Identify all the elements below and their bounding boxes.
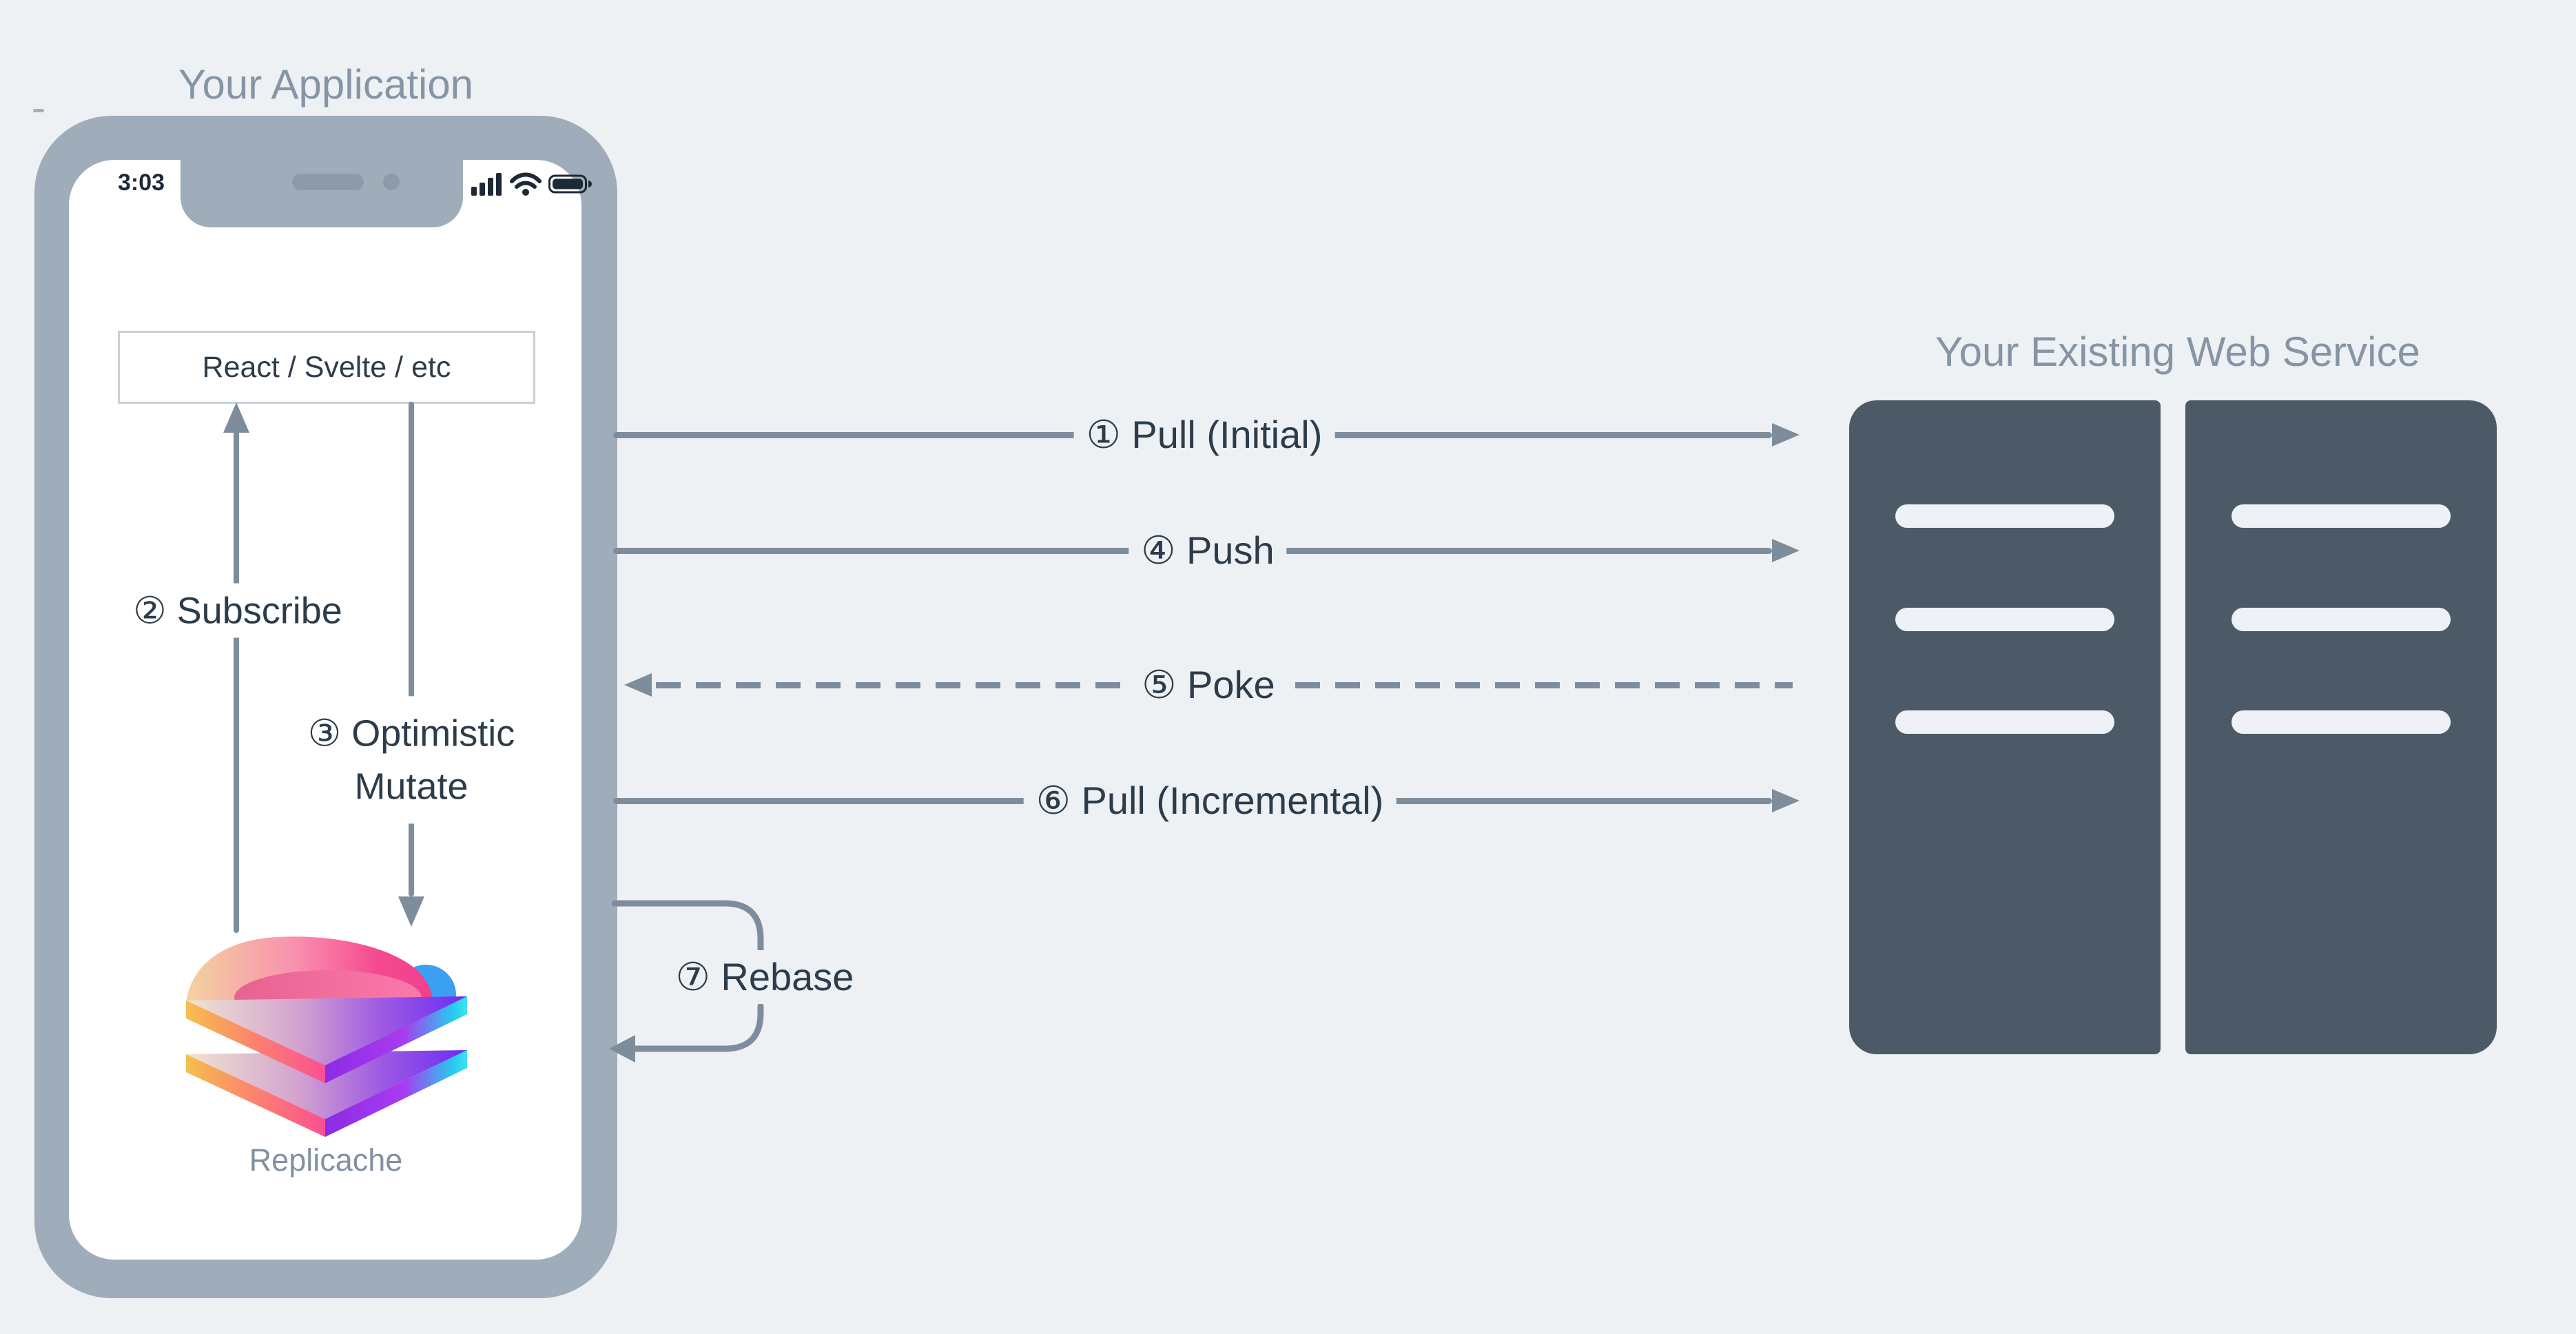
pull-incremental-arrowhead-icon [1772, 789, 1800, 812]
battery-icon [548, 174, 592, 194]
framework-box: React / Svelte / etc [118, 331, 535, 404]
rebase-label: ⑦ Rebase [663, 950, 867, 1004]
server-slot [2232, 710, 2451, 734]
optimistic-mutate-label-line2: Mutate [354, 766, 468, 807]
application-title: Your Application [178, 61, 474, 107]
optimistic-mutate-label: ③ Optimistic Mutate [295, 696, 528, 824]
phone-notch [181, 160, 463, 227]
server-slot [1895, 608, 2114, 631]
framework-box-label: React / Svelte / etc [202, 350, 451, 384]
optimistic-mutate-label-line1: ③ Optimistic [307, 712, 515, 755]
pull-initial-label: ① Pull (Initial) [1073, 408, 1335, 462]
status-time: 3:03 [117, 170, 165, 196]
pull-initial-arrowhead-icon [1772, 423, 1800, 447]
subscribe-arrow-line [234, 430, 239, 933]
server-slot [2232, 504, 2451, 528]
subscribe-arrowhead-icon [223, 402, 249, 433]
wifi-icon [510, 172, 542, 196]
status-icons [471, 172, 593, 196]
mutate-arrow-line [409, 402, 414, 896]
server-slot [1895, 710, 2114, 734]
push-label: ④ Push [1129, 524, 1287, 577]
server-slot [1895, 504, 2114, 528]
stray-dash-artifact [33, 109, 44, 112]
pull-incremental-label: ⑥ Pull (Incremental) [1023, 774, 1397, 828]
server-slot [2232, 608, 2451, 631]
push-arrowhead-icon [1772, 539, 1800, 562]
subscribe-label: ② Subscribe [122, 583, 353, 638]
replicache-caption: Replicache [249, 1142, 403, 1178]
rebase-loop-icon [609, 900, 764, 1063]
speaker-icon [292, 174, 364, 190]
poke-label: ⑤ Poke [1129, 658, 1288, 712]
mutate-arrowhead-icon [398, 896, 424, 927]
camera-icon [383, 174, 400, 190]
server-rack-left [1849, 400, 2161, 1054]
server-rack-right [2185, 400, 2497, 1054]
signal-icon [471, 173, 502, 196]
replicache-logo-icon [186, 936, 467, 1137]
poke-arrowhead-icon [624, 673, 652, 697]
web-service-title: Your Existing Web Service [1935, 329, 2420, 375]
